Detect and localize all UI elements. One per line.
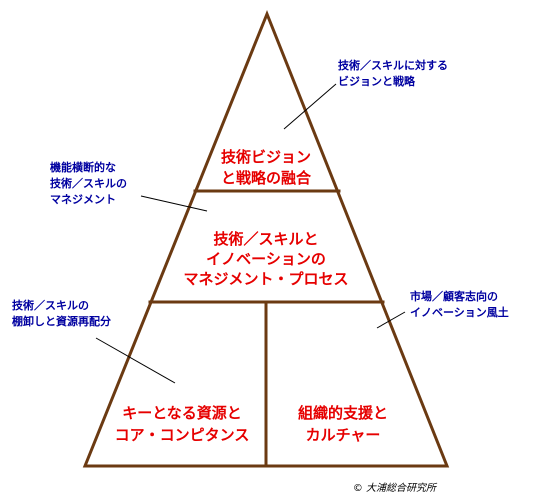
leader-line-market [376, 311, 406, 329]
annotation-vision-line-2: ビジョンと戦略 [338, 74, 416, 88]
leader-lines [95, 83, 406, 384]
pyramid-structure [82, 9, 450, 468]
apex-segment-label: 技術ビジョン と戦略の融合 [221, 148, 312, 187]
base-right-label-line-2: カルチャー [306, 426, 381, 444]
base-left-segment-label: キーとなる資源と コア・コンピタンス [115, 404, 250, 444]
middle-label-line-1: 技術／スキルと [213, 230, 318, 248]
annotation-management-line-2: 技術／スキルの [50, 176, 127, 190]
annotation-control-line-1: 技術／スキルの [12, 298, 89, 312]
annotation-vision-strategy: 技術／スキルに対する ビジョンと戦略 [338, 58, 448, 88]
annotation-market-innovation: 市場／顧客志向の イノベーション風土 [410, 289, 509, 319]
apex-label-line-1: 技術ビジョン [221, 148, 311, 166]
middle-label-line-2: イノベーションの [206, 250, 326, 268]
annotation-management-line-3: マネジメント [50, 193, 116, 206]
annotation-vision-line-1: 技術／スキルに対する [338, 58, 448, 72]
annotation-management: 機能横断的な 技術／スキルの マネジメント [50, 160, 127, 206]
leader-line-management [140, 195, 208, 212]
base-left-label-line-1: キーとなる資源と [122, 404, 242, 422]
copyright-notice: © 大浦総合研究所 [353, 482, 438, 494]
base-right-segment-label: 組織的支援と カルチャー [298, 404, 388, 444]
leader-line-vision [283, 83, 337, 130]
base-right-label-line-1: 組織的支援と [298, 404, 388, 422]
apex-label-line-2: と戦略の融合 [221, 169, 312, 187]
base-left-label-line-2: コア・コンピタンス [115, 426, 250, 444]
middle-label-line-3: マネジメント・プロセス [183, 270, 348, 288]
middle-segment-label: 技術／スキルと イノベーションの マネジメント・プロセス [183, 230, 348, 288]
annotation-control-allocation: 技術／スキルの 棚卸しと資源再配分 [12, 298, 111, 328]
annotation-market-line-1: 市場／顧客志向の [410, 289, 498, 303]
annotation-market-line-2: イノベーション風土 [410, 305, 509, 319]
annotation-control-line-2: 棚卸しと資源再配分 [12, 314, 111, 328]
leader-line-control [95, 337, 176, 384]
annotation-management-line-1: 機能横断的な [50, 160, 116, 174]
